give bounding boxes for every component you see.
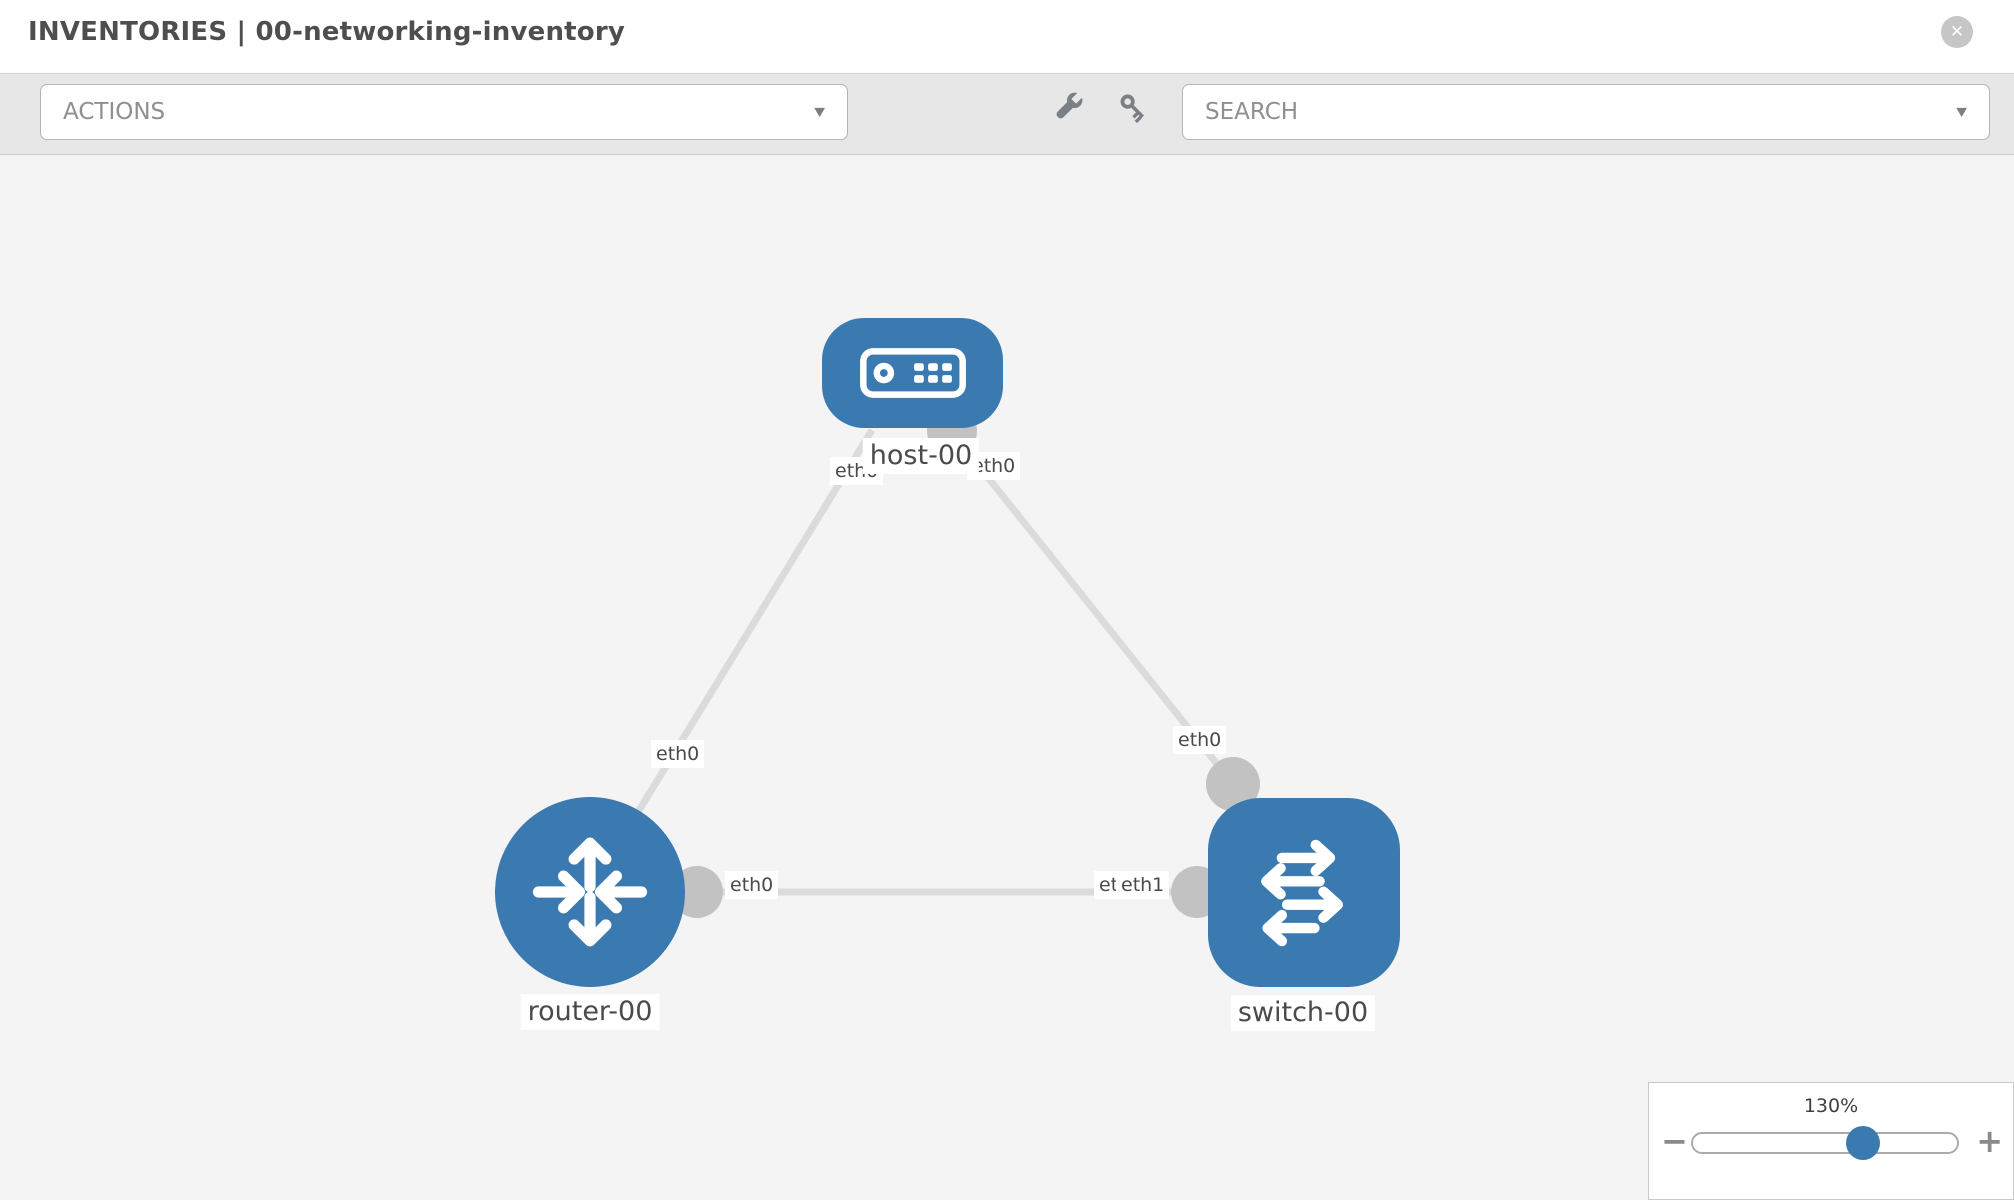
toolbar: ACTIONS ▼ SEARCH ▼ xyxy=(0,74,2014,155)
search-dropdown-label: SEARCH xyxy=(1205,99,1299,125)
zoom-in-button[interactable]: + xyxy=(1976,1122,2003,1160)
zoom-level-label: 130% xyxy=(1803,1095,1859,1117)
router-icon xyxy=(532,837,648,947)
search-dropdown[interactable]: SEARCH ▼ xyxy=(1182,84,1990,140)
interface-circle-switch-top[interactable] xyxy=(1206,757,1260,811)
server-icon xyxy=(859,348,966,398)
node-host[interactable] xyxy=(822,318,1003,428)
switch-icon xyxy=(1261,839,1343,946)
chevron-down-icon: ▼ xyxy=(814,105,825,119)
page-title: INVENTORIES | 00-networking-inventory xyxy=(28,17,626,47)
actions-dropdown-label: ACTIONS xyxy=(63,99,166,125)
interface-label: eth1 xyxy=(1116,871,1170,899)
link-host-switch xyxy=(947,427,1236,787)
node-label-switch: switch-00 xyxy=(1230,995,1376,1031)
interface-label: eth0 xyxy=(651,740,705,768)
close-icon[interactable]: ✕ xyxy=(1941,16,1973,48)
node-switch[interactable] xyxy=(1208,798,1400,987)
zoom-panel: 130% − + xyxy=(1648,1082,2014,1200)
actions-dropdown[interactable]: ACTIONS ▼ xyxy=(40,84,848,140)
wrench-icon[interactable] xyxy=(1049,88,1087,130)
topology-links-layer xyxy=(586,406,1260,918)
chevron-down-icon: ▼ xyxy=(1956,105,1967,119)
interface-label: eth0 xyxy=(725,871,779,899)
node-label-router: router-00 xyxy=(520,994,660,1030)
zoom-slider-thumb[interactable] xyxy=(1846,1126,1880,1160)
interface-label: eth0 xyxy=(1173,726,1227,754)
header-bar: INVENTORIES | 00-networking-inventory ✕ xyxy=(0,0,2014,74)
topology-canvas[interactable]: eth0 eth0 eth0 eth0 eth0 eth0 eth1 host-… xyxy=(0,155,2014,1200)
key-icon[interactable] xyxy=(1116,90,1152,130)
zoom-slider-track[interactable] xyxy=(1691,1132,1959,1154)
zoom-out-button[interactable]: − xyxy=(1661,1122,1688,1160)
node-label-host: host-00 xyxy=(862,438,980,474)
node-router[interactable] xyxy=(495,797,685,987)
